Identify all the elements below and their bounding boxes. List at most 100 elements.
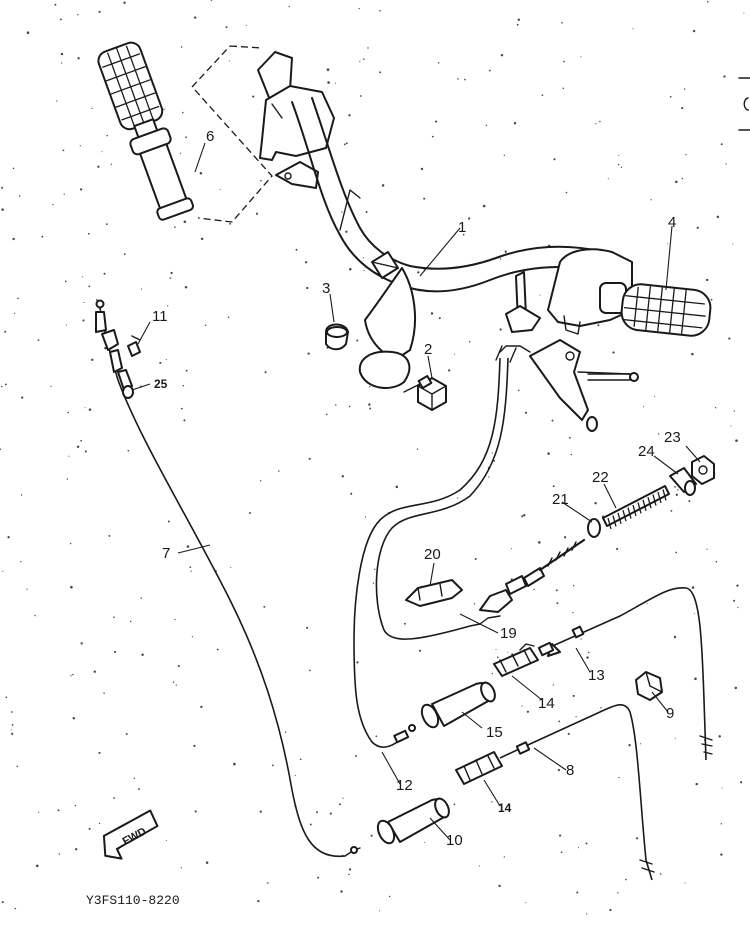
scan-speck [77,57,80,60]
scan-speck [523,514,526,517]
scan-speck [306,286,309,290]
scan-speck [563,60,565,63]
scan-speck [720,823,722,825]
scan-speck [1,186,4,189]
scan-speck [654,395,656,397]
lever-bracket [529,339,639,432]
scan-speck [551,419,554,422]
callout-7: 7 [162,545,170,562]
scan-speck [113,616,115,618]
scan-speck [182,111,184,114]
scan-speck [695,782,698,786]
scan-speck [245,24,247,26]
scan-speck [4,330,7,333]
figure-code: Y3FS110-8220 [86,893,180,908]
scan-speck [140,288,143,290]
scan-speck [64,280,67,283]
scan-speck [267,882,269,884]
spring-coil [637,502,642,514]
scan-speck [125,732,128,735]
scan-speck [616,547,619,551]
scan-speck [165,359,167,361]
scan-speck [667,243,669,245]
scan-speck [113,797,115,799]
scan-speck [618,154,620,157]
cable-holder [405,579,463,607]
scan-speck [737,606,739,609]
scan-speck [316,811,318,814]
scan-speck [539,294,541,296]
scan-speck [88,408,92,411]
callout-11: 11 [152,308,168,325]
scan-speck [454,353,456,355]
scan-speck [72,673,74,676]
scan-speck [180,46,183,48]
scan-speck [552,684,554,686]
scan-speck [740,781,743,784]
scan-speck [306,626,309,629]
scan-speck [720,853,723,856]
scan-speck [561,22,563,24]
scan-speck [41,235,44,238]
scan-speck [628,744,631,747]
scan-speck [167,305,169,307]
scan-speck [200,237,204,241]
scan-speck [249,512,251,514]
callout-2: 2 [424,341,432,358]
scan-speck [18,195,21,197]
scan-speck [586,913,588,915]
scan-speck [374,568,376,570]
scan-speck [1,385,3,388]
scan-speck [359,95,362,97]
scan-speck [308,457,311,460]
scan-speck [572,611,574,614]
scan-speck [491,801,493,803]
scan-speck [200,705,203,709]
scan-speck [191,636,193,638]
scan-speck [359,60,361,62]
scan-speck [63,193,65,195]
scan-speck [34,614,36,617]
scan-speck [500,53,504,57]
scan-speck [586,656,589,659]
scan-speck [342,797,344,799]
callout-4: 4 [668,214,676,231]
scan-speck [20,494,23,496]
callout-8: 8 [566,762,574,779]
scan-speck [205,861,209,864]
scan-speck [80,439,83,442]
scan-speck [556,602,559,605]
scan-speck [491,452,493,454]
scan-speck [127,449,130,452]
boot-15 [420,681,496,729]
scan-speck [12,167,15,170]
scan-speck [560,851,563,854]
scan-speck [82,319,85,322]
scan-speck [189,566,192,569]
scan-speck [498,884,501,888]
scan-speck [66,324,68,326]
spring-coil [627,507,632,519]
scan-speck [517,389,520,392]
scan-speck [183,220,187,223]
sleeve [669,467,697,496]
scan-speck [576,891,579,894]
scan-speck [734,686,738,690]
scan-speck [457,497,459,499]
washer-21 [587,518,601,538]
scan-speck [635,837,639,840]
scan-speck [74,804,77,807]
scan-speck [5,696,8,699]
adjuster-rod [479,538,586,613]
scan-speck [693,612,695,614]
scan-speck [68,455,70,457]
scan-speck [349,268,352,271]
scan-speck [355,754,357,757]
scan-speck [675,493,678,496]
scan-speck [557,769,561,772]
scan-speck [194,810,197,813]
scan-speck [743,12,745,14]
spring-coil [647,497,652,509]
scan-speck [521,515,524,518]
scan-speck [98,10,101,13]
